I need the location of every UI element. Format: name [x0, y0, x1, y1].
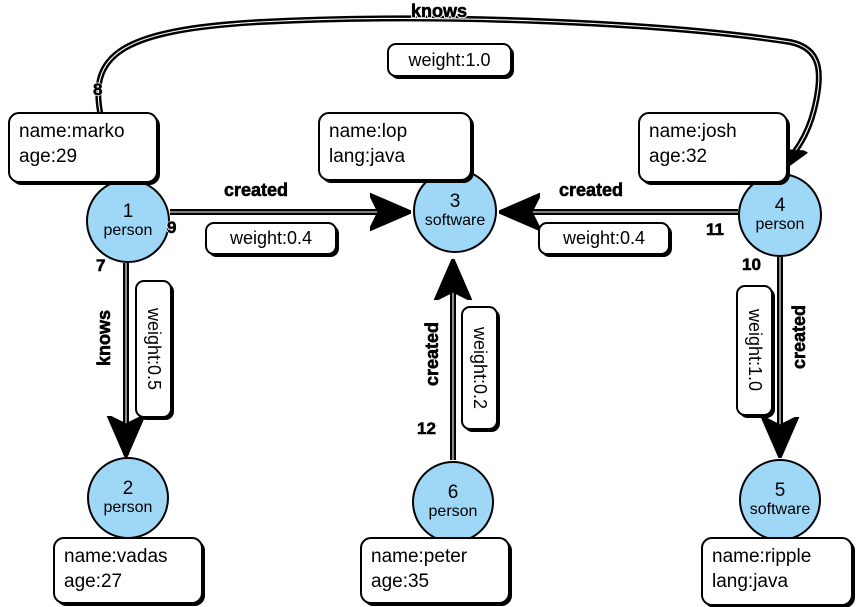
weight-box-edge-10: weight:1.0 [736, 285, 773, 416]
vertex-4-id: 4 [774, 195, 786, 217]
edge-label-9-created: created [224, 180, 289, 201]
vertex-3[interactable]: 3 software [413, 169, 497, 253]
property-name: name:vadas [64, 546, 168, 567]
vertex-4[interactable]: 4 person [738, 173, 822, 257]
property-name: name:peter [371, 546, 468, 567]
vertex-6-label: person [428, 503, 478, 521]
weight-box-edge-11: weight:0.4 [538, 222, 670, 255]
property-name: name:josh [649, 121, 737, 142]
property-box-vertex-2: name:vadas age:27 [53, 537, 203, 604]
property-age: age:29 [19, 146, 78, 168]
vertex-5-id: 5 [774, 480, 786, 502]
vertex-6[interactable]: 6 person [412, 461, 494, 543]
vertex-6-id: 6 [447, 482, 459, 504]
edge-id-7: 7 [96, 256, 106, 276]
property-name: name:marko [19, 121, 125, 142]
property-lang: lang:java [712, 571, 789, 593]
edge-id-10: 10 [742, 255, 761, 275]
edge-id-12: 12 [417, 419, 436, 439]
edge-id-9: 9 [167, 218, 177, 238]
weight-box-edge-8: weight:1.0 [387, 43, 512, 77]
edge-id-8: 8 [93, 80, 103, 100]
vertex-3-label: software [424, 212, 486, 230]
vertex-5[interactable]: 5 software [739, 459, 821, 541]
weight-box-edge-12: weight:0.2 [461, 306, 498, 430]
vertex-2[interactable]: 2 person [87, 457, 169, 539]
property-name: name:lop [329, 121, 408, 142]
vertex-1-label: person [103, 222, 153, 240]
property-box-vertex-5: name:ripple lang:java [701, 537, 853, 606]
property-box-vertex-3: name:lop lang:java [318, 112, 472, 181]
edge-id-11: 11 [706, 220, 725, 240]
property-age: age:32 [649, 146, 708, 168]
vertex-1[interactable]: 1 person [86, 179, 170, 263]
property-name: name:ripple [712, 546, 812, 567]
vertex-3-id: 3 [449, 191, 461, 213]
edge-label-12-created: created [422, 322, 443, 387]
weight-box-edge-7: weight:0.5 [135, 280, 172, 418]
property-age: age:35 [371, 571, 430, 593]
property-box-vertex-6: name:peter age:35 [360, 537, 510, 604]
property-box-vertex-1: name:marko age:29 [8, 112, 158, 183]
vertex-4-label: person [755, 216, 805, 234]
edge-label-8-knows: knows [411, 1, 468, 22]
vertex-5-label: software [749, 501, 811, 519]
vertex-2-id: 2 [122, 478, 134, 500]
vertex-1-id: 1 [122, 201, 134, 223]
weight-box-edge-9: weight:0.4 [205, 222, 337, 255]
edge-label-10-created: created [789, 305, 810, 370]
property-lang: lang:java [329, 146, 406, 168]
edge-label-11-created: created [559, 180, 624, 201]
edge-label-7-knows: knows [94, 310, 115, 367]
vertex-2-label: person [103, 499, 153, 517]
property-box-vertex-4: name:josh age:32 [638, 112, 788, 183]
property-age: age:27 [64, 571, 123, 593]
